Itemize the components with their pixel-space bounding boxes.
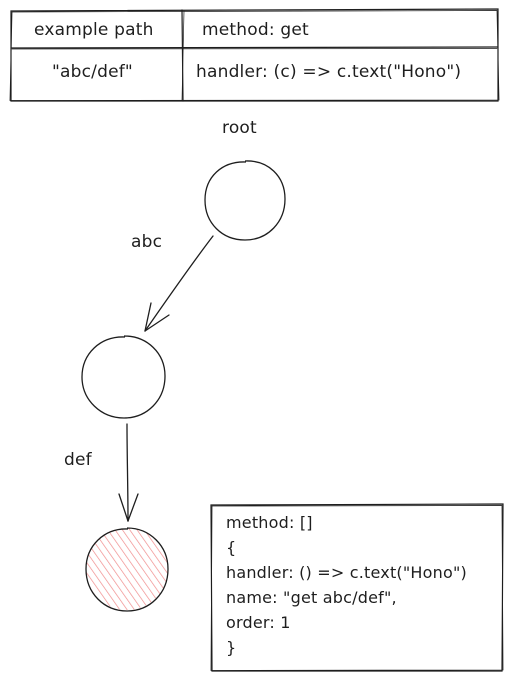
info-line-name: name: "get abc/def", [226, 588, 397, 607]
edge-label-abc: abc [131, 232, 163, 252]
tree-node-def-leaf [85, 527, 169, 612]
info-line-open-brace: { [226, 538, 237, 557]
table-header-method: method: get [202, 20, 309, 40]
info-line-close-brace: } [226, 638, 237, 657]
tree-node-abc [81, 335, 166, 419]
edge-label-def: def [64, 450, 92, 470]
path-table-frame [9, 8, 500, 102]
edge-arrow-abc [144, 235, 214, 332]
info-line-handler: handler: () => c.text("Hono") [226, 563, 467, 582]
handler-info-box-frame [210, 503, 504, 672]
info-line-order: order: 1 [226, 613, 291, 632]
edge-arrow-def [118, 423, 139, 522]
table-cell-path: "abc/def" [52, 62, 133, 82]
table-header-example-path: example path [34, 20, 154, 40]
tree-node-root [204, 160, 286, 241]
root-label: root [222, 118, 257, 138]
info-line-method: method: [] [226, 513, 313, 532]
handler-info-box: method: [] { handler: () => c.text("Hono… [226, 510, 467, 660]
table-cell-handler: handler: (c) => c.text("Hono") [196, 62, 462, 82]
